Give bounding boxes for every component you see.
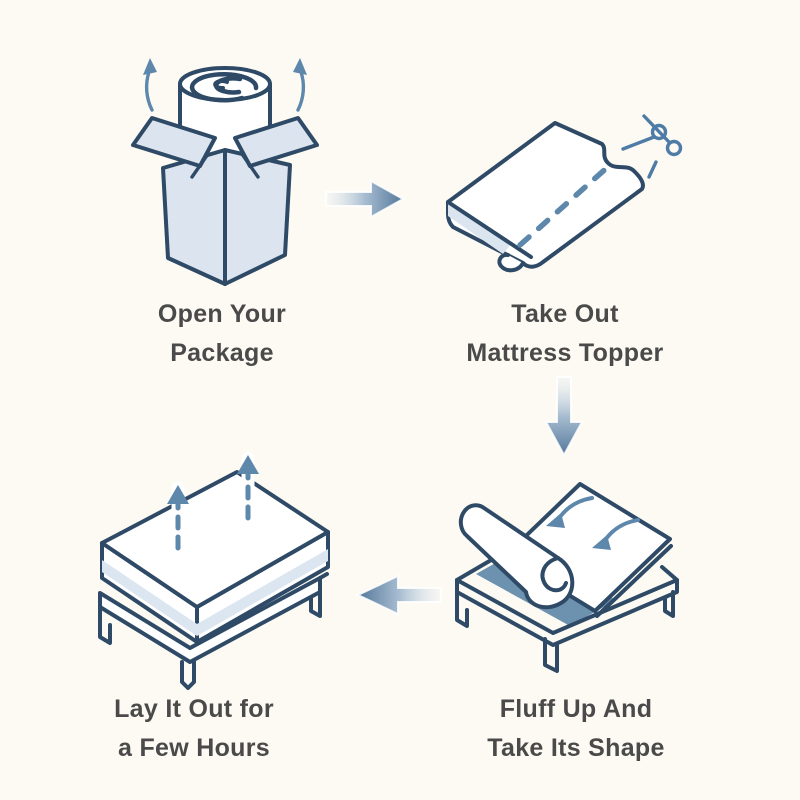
box-with-rolled-topper-icon (131, 58, 319, 286)
arrow-down-icon (544, 376, 584, 458)
label-line: Package (170, 339, 274, 367)
arrow-right-icon (325, 179, 405, 219)
label-line: Take Its Shape (487, 734, 665, 762)
scissors-icon (621, 114, 683, 179)
topper-unrolling-on-frame-icon (455, 482, 679, 673)
label-line: Open Your (157, 300, 287, 328)
package-scissors-cut-icon (446, 114, 683, 273)
step-label-take-out: Take Out Mattress Topper (440, 295, 690, 373)
label-line: Lay It Out for (114, 695, 274, 723)
label-line: a Few Hours (118, 734, 270, 762)
label-line: Fluff Up And (499, 695, 653, 723)
step-label-open-package: Open Your Package (97, 295, 347, 373)
label-line: Mattress Topper (466, 339, 664, 367)
mattress-expanding-on-frame-icon (98, 451, 330, 690)
step-label-fluff-up: Fluff Up And Take Its Shape (451, 690, 701, 768)
step-label-lay-out: Lay It Out for a Few Hours (69, 690, 319, 768)
arrow-left-icon (355, 574, 442, 616)
label-line: Take Out (511, 300, 619, 328)
cut-dashed-line (517, 162, 613, 248)
